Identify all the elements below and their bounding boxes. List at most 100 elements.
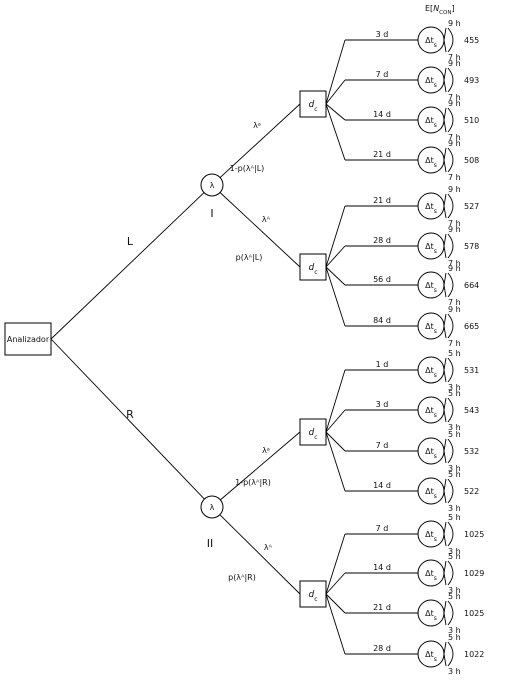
probability-label-top: λᵃ	[253, 121, 261, 130]
expected-value-label: 1025	[464, 530, 484, 539]
time-node-label: Δts	[425, 650, 437, 663]
duration-label: 21 d	[373, 196, 391, 205]
range-arc	[447, 357, 454, 383]
expected-value-label: 455	[464, 36, 479, 45]
chance-node-id: I	[210, 207, 213, 220]
time-node-circle	[417, 437, 445, 465]
duration-edge	[325, 39, 346, 105]
duration-edge	[325, 205, 346, 268]
probability-label-bottom: 1-p(λᴬ|R)	[235, 478, 271, 487]
range-upper-label: 9 h	[448, 99, 461, 108]
branch-label: L	[127, 235, 134, 248]
range-arc	[447, 397, 454, 423]
time-node-circle	[417, 106, 445, 134]
range-lower-label: 7 h	[448, 298, 461, 307]
duration-label: 84 d	[373, 316, 391, 325]
duration-edge	[325, 79, 346, 105]
duration-edge	[325, 409, 346, 433]
time-node-label: Δts	[425, 366, 437, 379]
time-node-circle	[417, 271, 445, 299]
time-node-label: Δts	[425, 202, 437, 215]
range-lower-label: 7 h	[448, 133, 461, 142]
duration-label: 3 d	[376, 400, 389, 409]
duration-label: 7 d	[376, 524, 389, 533]
decision-node-label: dc	[308, 263, 317, 276]
range-upper-label: 5 h	[448, 552, 461, 561]
time-node-label: Δts	[425, 76, 437, 89]
time-node-circle	[417, 26, 445, 54]
duration-edge	[325, 103, 346, 121]
range-upper-label: 5 h	[448, 389, 461, 398]
range-arc	[447, 193, 454, 219]
range-arc	[447, 27, 454, 53]
range-upper-label: 9 h	[448, 59, 461, 68]
time-node-label: Δts	[425, 36, 437, 49]
range-upper-label: 9 h	[448, 225, 461, 234]
probability-label-top: λᵃ	[262, 446, 270, 455]
time-node-circle	[417, 640, 445, 668]
time-node-circle	[417, 66, 445, 94]
duration-label: 56 d	[373, 275, 391, 284]
lambda-chance-node	[200, 173, 224, 197]
range-arc	[447, 438, 454, 464]
range-lower-label: 7 h	[448, 93, 461, 102]
time-node-label: Δts	[425, 569, 437, 582]
probability-label-bottom: p(λᴬ|L)	[236, 253, 263, 262]
time-node-circle	[417, 356, 445, 384]
time-node-circle	[417, 232, 445, 260]
range-arc	[447, 272, 454, 298]
root-node-label: Analizador	[7, 335, 50, 344]
range-upper-label: 5 h	[448, 430, 461, 439]
time-node-circle	[417, 312, 445, 340]
range-arc	[447, 521, 454, 547]
range-arc	[447, 233, 454, 259]
probability-edge	[220, 431, 301, 501]
time-node-circle	[417, 559, 445, 587]
time-node-label: Δts	[425, 609, 437, 622]
range-lower-label: 7 h	[448, 219, 461, 228]
duration-label: 28 d	[373, 644, 391, 653]
chance-node-id: II	[207, 537, 214, 550]
range-lower-label: 3 h	[448, 464, 461, 473]
branch-label: R	[126, 408, 134, 421]
duration-edge	[325, 245, 346, 268]
range-arc	[447, 313, 454, 339]
range-upper-label: 5 h	[448, 592, 461, 601]
range-arc	[447, 67, 454, 93]
duration-edge	[325, 431, 346, 452]
expected-value-label: 1029	[464, 569, 484, 578]
time-node-label: Δts	[425, 447, 437, 460]
range-arc	[447, 641, 454, 667]
time-node-label: Δts	[425, 242, 437, 255]
expected-value-header: E[NCON]	[425, 4, 455, 16]
decision-node-box	[299, 253, 327, 281]
range-lower-label: 3 h	[448, 547, 461, 556]
range-lower-label: 3 h	[448, 626, 461, 635]
time-node-label: Δts	[425, 116, 437, 129]
duration-edge	[325, 533, 346, 595]
duration-edge	[325, 103, 346, 161]
time-node-circle	[417, 599, 445, 627]
range-arc	[447, 478, 454, 504]
range-upper-label: 5 h	[448, 513, 461, 522]
time-node-label: Δts	[425, 322, 437, 335]
duration-edge	[325, 266, 346, 327]
decision-node-box	[299, 90, 327, 118]
duration-label: 7 d	[376, 441, 389, 450]
expected-value-label: 508	[464, 156, 479, 165]
duration-edge	[325, 572, 346, 595]
time-node-label: Δts	[425, 156, 437, 169]
range-arc	[447, 560, 454, 586]
duration-edge	[325, 593, 346, 614]
probability-label-top: λᴬ	[262, 215, 271, 224]
duration-label: 21 d	[373, 150, 391, 159]
range-lower-label: 7 h	[448, 259, 461, 268]
time-node-label: Δts	[425, 487, 437, 500]
range-upper-label: 5 h	[448, 470, 461, 479]
expected-value-label: 493	[464, 76, 479, 85]
probability-edge	[219, 192, 301, 268]
range-arc	[447, 107, 454, 133]
range-upper-label: 9 h	[448, 185, 461, 194]
range-upper-label: 9 h	[448, 139, 461, 148]
